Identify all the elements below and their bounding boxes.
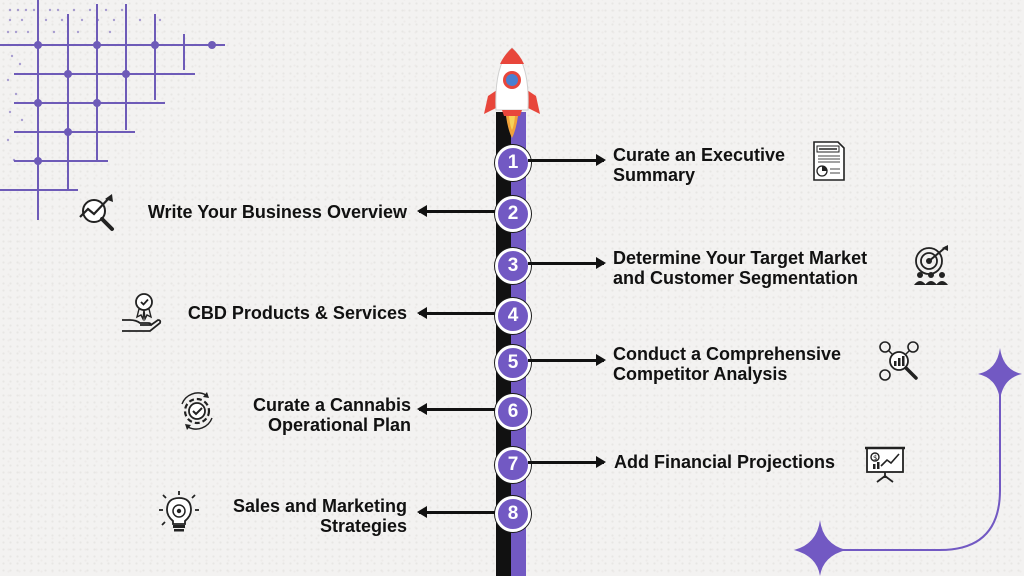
step-6-label-line1: Curate a Cannabis — [252, 395, 411, 415]
step-7-label-line1: Add Financial Projections — [614, 452, 836, 472]
step-8-label: Sales and Marketing Strategies — [233, 496, 407, 536]
step-7-label: Add Financial Projections — [614, 452, 835, 472]
step-8-badge: 8 — [495, 496, 531, 532]
step-6-label-line2: Operational Plan — [267, 415, 411, 435]
step-7-badge: 7 — [495, 447, 531, 483]
gear-check-icon — [181, 392, 213, 430]
sparkle-decoration — [794, 348, 1022, 576]
competitor-analysis-icon — [879, 341, 919, 381]
hand-award-icon — [122, 293, 162, 332]
step-1-label-line1: Curate an Executive — [613, 145, 786, 165]
step-8-label-line2: Strategies — [319, 516, 407, 536]
step-number: 6 — [507, 401, 519, 422]
rocket-icon — [484, 47, 540, 138]
step-5-label-line1: Conduct a Comprehensive — [613, 344, 842, 364]
step-number: 3 — [507, 255, 519, 276]
svg-text:$: $ — [873, 454, 877, 462]
step-3-badge: 3 — [495, 248, 531, 284]
step-6-arrow — [417, 403, 495, 415]
step-4-badge: 4 — [495, 298, 531, 334]
step-2-label-line1: Write Your Business Overview — [147, 202, 407, 222]
step-3-label-line2: and Customer Segmentation — [613, 268, 859, 288]
step-4-label-line1: CBD Products & Services — [187, 303, 407, 323]
step-5-badge: 5 — [495, 345, 531, 381]
step-8-arrow — [417, 506, 495, 518]
step-3-label: Determine Your Target Market and Custome… — [613, 248, 867, 288]
step-5-label-line2: Competitor Analysis — [613, 364, 788, 384]
step-1-label-line2: Summary — [613, 165, 696, 185]
step-8-label-line1: Sales and Marketing — [232, 496, 407, 516]
step-number: 2 — [507, 203, 519, 224]
step-2-arrow — [417, 205, 495, 217]
step-7-arrow — [528, 456, 606, 468]
step-6-badge: 6 — [495, 394, 531, 430]
step-number: 5 — [507, 352, 519, 373]
step-4-label: CBD Products & Services — [188, 303, 407, 323]
step-2-badge: 2 — [495, 196, 531, 232]
step-1-arrow — [528, 154, 606, 166]
step-1-badge: 1 — [495, 145, 531, 181]
financial-presentation-icon: $ — [865, 446, 905, 483]
step-number: 4 — [507, 305, 519, 326]
step-5-label: Conduct a Comprehensive Competitor Analy… — [613, 344, 841, 384]
grid-decoration — [0, 0, 225, 220]
step-5-arrow — [528, 354, 606, 366]
step-3-arrow — [528, 257, 606, 269]
step-number: 7 — [507, 454, 519, 475]
step-number: 1 — [507, 152, 519, 173]
summary-document-icon — [813, 141, 845, 181]
step-number: 8 — [507, 503, 519, 524]
magnifier-growth-chart-icon — [79, 194, 114, 231]
step-4-arrow — [417, 307, 495, 319]
step-6-label: Curate a Cannabis Operational Plan — [253, 395, 411, 435]
step-3-label-line1: Determine Your Target Market — [613, 248, 868, 268]
lightbulb-target-icon — [159, 491, 199, 532]
target-audience-icon — [914, 245, 948, 285]
step-1-label: Curate an Executive Summary — [613, 145, 785, 185]
step-2-label: Write Your Business Overview — [148, 202, 407, 222]
